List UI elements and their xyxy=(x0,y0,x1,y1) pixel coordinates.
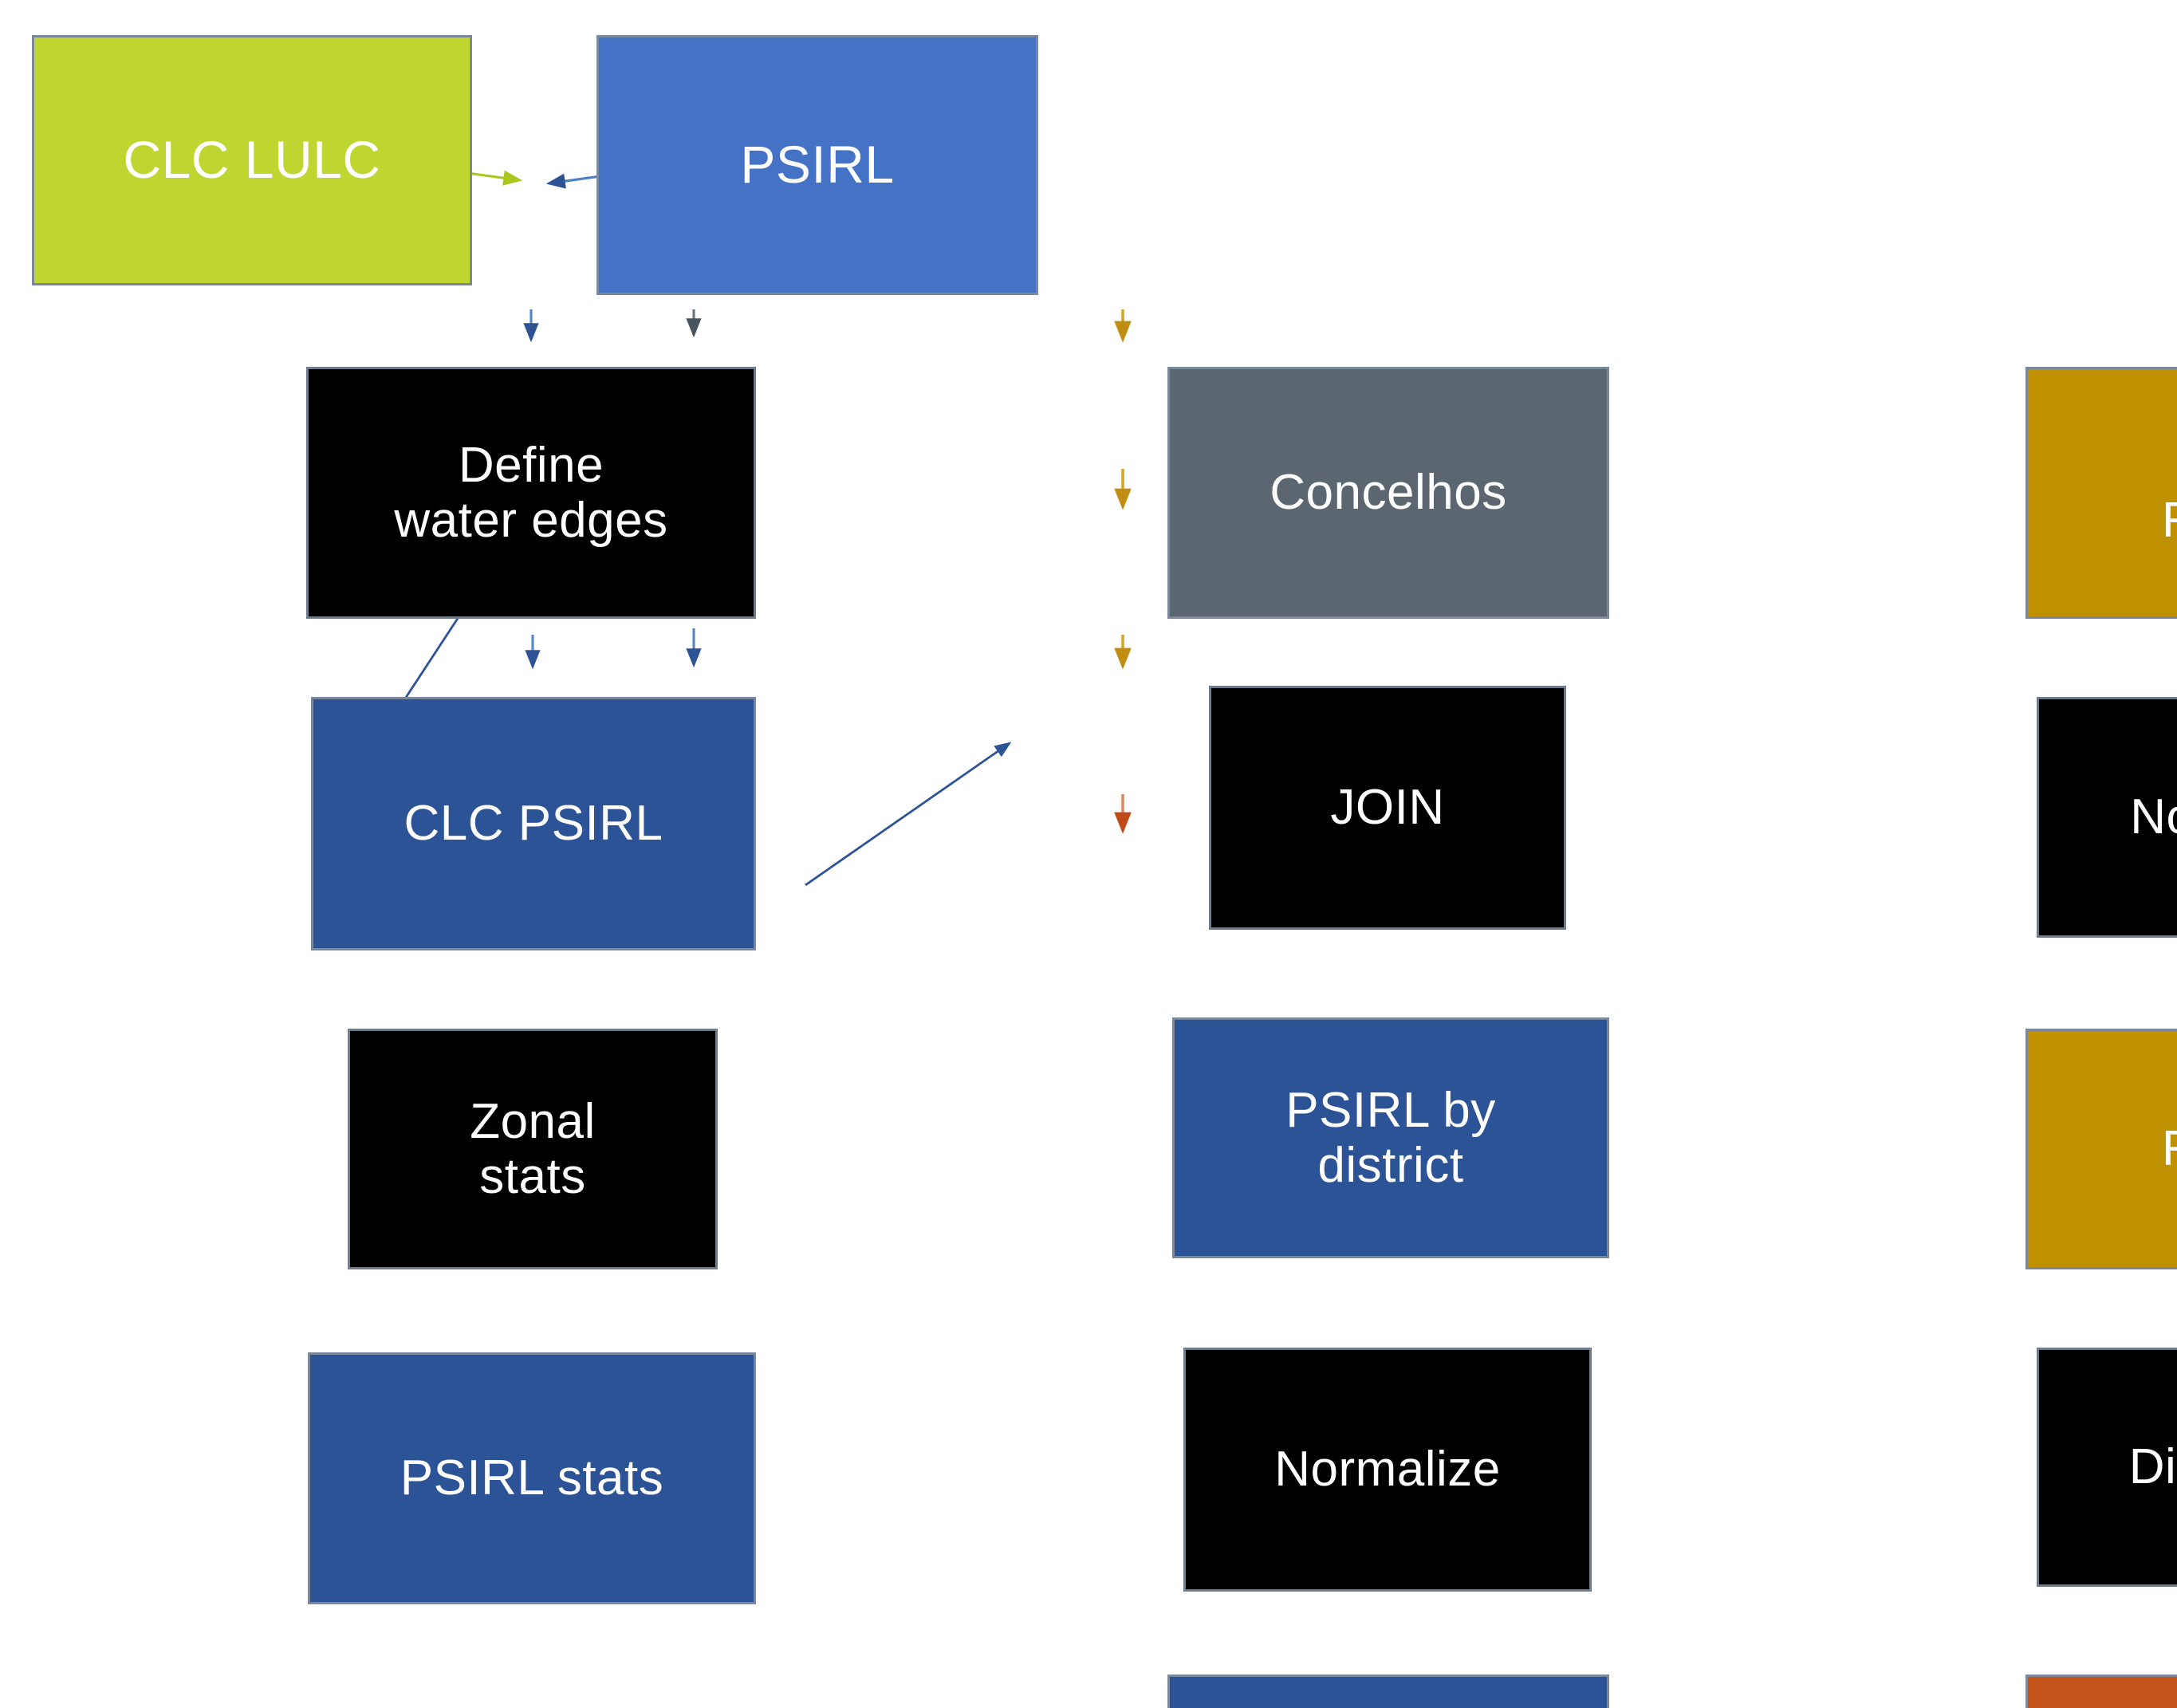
node-label-zonal-stats: Zonal stats xyxy=(470,1093,596,1204)
node-label-results-right: Results xyxy=(2028,1121,2177,1176)
node-define-water-edges[interactable]: Define water edges xyxy=(306,367,756,619)
node-concelhos[interactable]: Concelhos xyxy=(1167,367,1609,619)
node-psirl-source[interactable]: PSIRL xyxy=(596,35,1038,295)
edge-results-middle-to-difference xyxy=(805,742,1012,887)
node-clc-lulc[interactable]: CLC LULC xyxy=(32,35,472,285)
node-difference[interactable]: Difference xyxy=(2037,1348,2177,1587)
node-label-concelhos: Concelhos xyxy=(1270,465,1507,521)
node-results-middle[interactable]: Results xyxy=(1167,1675,1609,1708)
node-label-psirl-stats: PSIRL stats xyxy=(400,1450,664,1506)
node-label-clc-lulc: CLC LULC xyxy=(123,130,381,190)
node-results-right[interactable]: Results xyxy=(2025,1029,2177,1269)
node-label-define-water-edges: Define water edges xyxy=(394,437,668,548)
node-label-normalize-right: Normalize xyxy=(2130,789,2177,845)
node-label-join: JOIN xyxy=(1330,780,1445,836)
node-normalize-right[interactable]: Normalize xyxy=(2037,697,2177,938)
node-join[interactable]: JOIN xyxy=(1209,686,1566,930)
node-psirl-by-district[interactable]: PSIRL by district xyxy=(1172,1017,1609,1258)
node-validation[interactable]: Validation comparison xyxy=(2025,1675,2177,1708)
node-label-study-results: Study Results xyxy=(2028,438,2177,549)
node-label-clc-psirl: CLC PSIRL xyxy=(404,796,663,852)
node-study-results[interactable]: Study Results xyxy=(2025,367,2177,619)
node-label-difference: Difference xyxy=(2128,1439,2177,1495)
node-label-normalize-middle: Normalize xyxy=(1274,1442,1501,1497)
node-psirl-stats[interactable]: PSIRL stats xyxy=(308,1352,756,1604)
node-label-psirl-source: PSIRL xyxy=(740,135,895,195)
node-label-psirl-by-district: PSIRL by district xyxy=(1285,1082,1496,1193)
node-clc-psirl[interactable]: CLC PSIRL xyxy=(311,697,756,950)
node-normalize-middle[interactable]: Normalize xyxy=(1183,1348,1592,1592)
node-zonal-stats[interactable]: Zonal stats xyxy=(348,1029,718,1269)
